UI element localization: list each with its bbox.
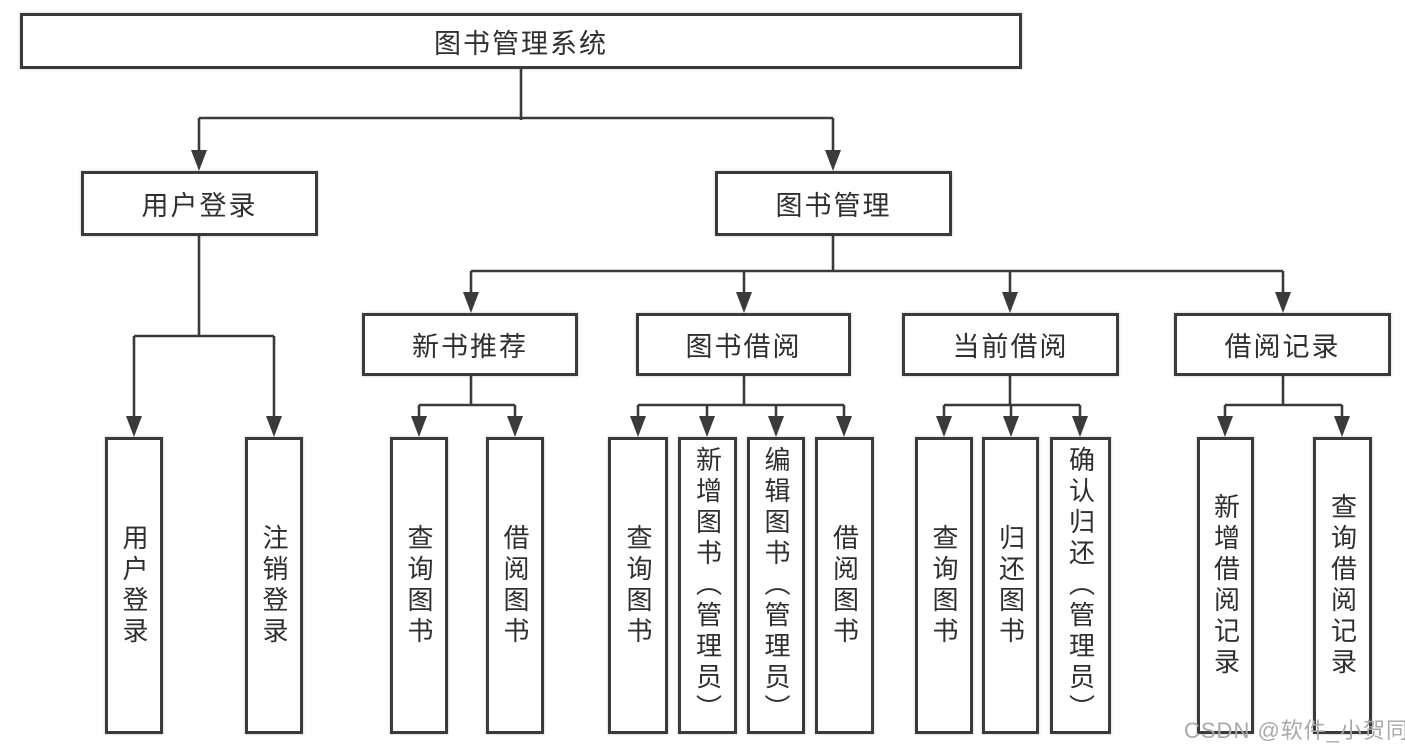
arrowhead-icon xyxy=(1217,416,1233,437)
node-borrow-records-label: 借阅记录 xyxy=(1224,332,1341,362)
node-current-borrow-label: 当前借阅 xyxy=(952,332,1069,362)
arrowhead-icon xyxy=(1072,416,1088,437)
arrowhead-icon xyxy=(1334,416,1350,437)
leaf-add-borrow-record: 新增借阅记录 xyxy=(1197,437,1254,734)
leaf-query-books-borrow: 查询图书 xyxy=(608,437,668,734)
leaf-query-borrow-record-label: 查询借阅记录 xyxy=(1327,492,1358,679)
leaf-query-books-current: 查询图书 xyxy=(915,437,973,734)
node-user-login-label: 用户登录 xyxy=(141,191,258,221)
leaf-borrow-books-recommend-label: 借阅图书 xyxy=(500,523,530,648)
connector-path xyxy=(132,68,1344,418)
leaf-confirm-return-admin: 确认归还（管理员） xyxy=(1050,437,1111,734)
node-book-borrow-label: 图书借阅 xyxy=(685,332,802,362)
node-book-management: 图书管理 xyxy=(715,171,952,236)
arrowhead-icon xyxy=(411,416,427,437)
leaf-query-books-current-label: 查询图书 xyxy=(929,523,959,648)
leaf-user-login: 用户登录 xyxy=(105,437,163,734)
leaf-borrow-books-2: 借阅图书 xyxy=(815,437,874,734)
leaf-add-borrow-record-label: 新增借阅记录 xyxy=(1210,492,1241,679)
arrowhead-icon xyxy=(836,416,852,437)
leaf-return-book: 归还图书 xyxy=(982,437,1039,734)
arrowhead-icon xyxy=(768,416,784,437)
leaf-borrow-books-2-label: 借阅图书 xyxy=(829,523,860,648)
leaf-return-book-label: 归还图书 xyxy=(995,523,1026,648)
arrowhead-icon xyxy=(1275,292,1291,313)
node-book-management-label: 图书管理 xyxy=(775,191,892,221)
arrowhead-icon xyxy=(507,416,523,437)
leaf-edit-book-admin: 编辑图书（管理员） xyxy=(747,437,805,734)
node-root-label: 图书管理系统 xyxy=(434,28,608,59)
leaf-edit-book-admin-label: 编辑图书（管理员） xyxy=(761,446,791,725)
arrowhead-icon xyxy=(825,150,841,171)
arrowhead-icon xyxy=(463,292,479,313)
csdn-watermark: CSDN @软件_小贺同学 xyxy=(1184,718,1405,743)
node-book-borrow: 图书借阅 xyxy=(636,313,851,376)
node-root: 图书管理系统 xyxy=(20,13,1022,69)
arrowhead-icon xyxy=(266,416,282,437)
node-new-book-recommend: 新书推荐 xyxy=(362,313,578,376)
node-borrow-records: 借阅记录 xyxy=(1174,313,1391,376)
leaf-query-books-borrow-label: 查询图书 xyxy=(623,523,653,648)
arrowhead-icon xyxy=(699,416,715,437)
leaf-borrow-books-recommend: 借阅图书 xyxy=(486,437,544,734)
arrowhead-icon xyxy=(1002,292,1018,313)
leaf-query-books-recommend: 查询图书 xyxy=(390,437,448,734)
arrowhead-icon xyxy=(1003,416,1019,437)
arrowhead-icon xyxy=(126,416,142,437)
node-user-login: 用户登录 xyxy=(81,171,318,236)
leaf-logout: 注销登录 xyxy=(245,437,303,734)
arrowhead-icon xyxy=(936,416,952,437)
leaf-logout-label: 注销登录 xyxy=(259,523,289,648)
node-current-borrow: 当前借阅 xyxy=(902,313,1119,376)
leaf-query-borrow-record: 查询借阅记录 xyxy=(1313,437,1372,734)
arrowhead-icon xyxy=(736,292,752,313)
arrowhead-icon xyxy=(630,416,646,437)
leaf-add-book-admin-label: 新增图书（管理员） xyxy=(692,446,723,725)
node-new-book-recommend-label: 新书推荐 xyxy=(412,332,528,362)
leaf-query-books-recommend-label: 查询图书 xyxy=(404,523,434,648)
leaf-confirm-return-admin-label: 确认归还（管理员） xyxy=(1065,446,1096,725)
arrowhead-icon xyxy=(191,150,207,171)
leaf-add-book-admin: 新增图书（管理员） xyxy=(678,437,737,734)
leaf-user-login-label: 用户登录 xyxy=(119,523,149,648)
